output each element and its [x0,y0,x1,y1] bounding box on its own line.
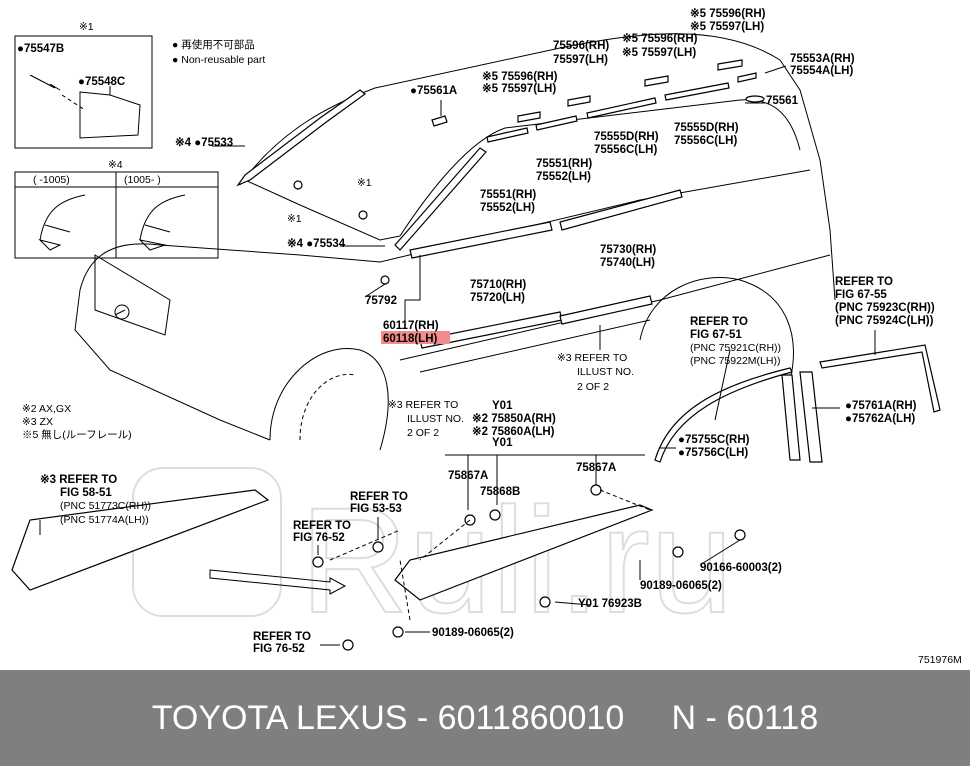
part-75555d-a[interactable]: 75555D(RH) [674,122,739,134]
highlight-60118 [381,331,450,344]
refer-fig-67-51[interactable]: REFER TO [690,316,748,328]
direction-arrow [209,569,347,595]
diagram-canvas: Ruli.ru [11,7,962,666]
part-75850a[interactable]: ※2 75850A(RH) [472,412,556,425]
part-75756c[interactable]: ●75756C(LH) [678,447,748,459]
box1-note: ※1 [79,21,94,33]
note-3: ※3 ZX [22,416,53,428]
refer-fig-53-53-num[interactable]: FIG 53-53 [350,503,402,515]
vehicle-outline [74,33,836,451]
part-75596-a[interactable]: 75596(RH) [553,40,609,52]
refer-illust-a-3: 2 OF 2 [407,427,439,439]
part-75556c-b[interactable]: 75556C(LH) [594,144,657,156]
leader-lines [39,65,876,646]
pnc-51773c: (PNC 51773C(RH)) [60,500,151,512]
legend-jp: ● 再使用不可部品 [172,38,255,51]
box2-col2: (1005- ) [124,174,161,186]
refer-fig-76-52-b[interactable]: REFER TO [253,631,311,643]
color-code-y01-b: Y01 [492,437,513,449]
part-75551-a[interactable]: 75551(RH) [536,158,592,170]
refer-fig-53-53[interactable]: REFER TO [350,491,408,503]
part-75720[interactable]: 75720(LH) [470,292,525,304]
pnc-75922m: (PNC 75922M(LH)) [690,355,780,367]
part-75762a[interactable]: ●75762A(LH) [845,413,915,425]
part-75867a-a[interactable]: 75867A [448,470,488,482]
note-1a: ※1 [287,213,302,225]
moldings [11,59,941,601]
box2-note: ※4 [108,159,123,171]
legend-en: ● Non-reusable part [172,54,265,66]
note-5: ※5 無し(ルーフレール) [22,428,132,441]
part-75551-b[interactable]: 75551(RH) [480,189,536,201]
refer-fig-76-52-a[interactable]: REFER TO [293,520,351,532]
part-75596-b[interactable]: ※5 75596(RH) [622,32,698,45]
part-90166-60003[interactable]: 90166-60003(2) [700,562,782,574]
part-75561a[interactable]: ●75561A [410,85,457,97]
footer-bar: TOYOTA LEXUS - 6011860010 N - 60118 [0,670,970,766]
part-75860a[interactable]: ※2 75860A(LH) [472,425,555,438]
refer-fig-67-55[interactable]: REFER TO [835,276,893,288]
part-75868b[interactable]: 75868B [480,486,520,498]
pnc-51774a: (PNC 51774A(LH)) [60,514,149,526]
fasteners [293,180,746,651]
part-75553a[interactable]: 75553A(RH) [790,53,855,65]
part-75597-d[interactable]: ※5 75597(LH) [482,82,556,95]
refer-fig-58-51[interactable]: ※3 REFER TO [40,473,117,486]
refer-fig-67-51-num[interactable]: FIG 67-51 [690,329,742,341]
part-75740[interactable]: 75740(LH) [600,257,655,269]
part-75561[interactable]: 75561 [766,95,799,107]
refer-fig-76-52-b-num[interactable]: FIG 76-52 [253,643,305,655]
part-75597-a[interactable]: 75597(LH) [553,54,608,66]
part-60117[interactable]: 60117(RH) [383,320,439,332]
pnc-75924c: (PNC 75924C(LH)) [835,315,934,327]
pnc-75921c: (PNC 75921C(RH)) [690,342,781,354]
part-75710[interactable]: 75710(RH) [470,279,526,291]
part-75730[interactable]: 75730(RH) [600,244,656,256]
part-75534[interactable]: ※4 ●75534 [287,237,346,250]
part-75533[interactable]: ※4 ●75533 [175,136,233,149]
part-76923b[interactable]: Y01 76923B [578,598,642,610]
part-75596-c[interactable]: ※5 75596(RH) [690,7,766,20]
refer-fig-67-55-num[interactable]: FIG 67-55 [835,289,887,301]
clip-drawing [29,74,141,139]
part-90189-06065-b[interactable]: 90189-06065(2) [432,627,514,639]
part-75597-b[interactable]: ※5 75597(LH) [622,46,696,59]
part-75547b[interactable]: ●75547B [17,43,64,55]
part-60118[interactable]: 60118(LH) [383,333,438,345]
part-75554a[interactable]: 75554A(LH) [790,65,853,77]
part-75792[interactable]: 75792 [365,295,397,307]
pnc-75923c: (PNC 75923C(RH)) [835,302,935,314]
refer-illust-a: ※3 REFER TO [388,399,458,411]
refer-fig-58-51-num[interactable]: FIG 58-51 [60,487,112,499]
part-75867a-b[interactable]: 75867A [576,462,616,474]
refer-illust-b-2: ILLUST NO. [577,366,634,378]
detail-box-clips [14,35,153,149]
part-75597-c[interactable]: ※5 75597(LH) [690,20,764,33]
note-1b: ※1 [357,177,372,189]
box2-col1: ( -1005) [33,174,70,186]
note-2: ※2 AX,GX [22,403,71,415]
part-75555d-b[interactable]: 75555D(RH) [594,131,659,143]
illustration-code: 751976M [918,654,962,666]
part-75552-b[interactable]: 75552(LH) [480,202,535,214]
part-75761a[interactable]: ●75761A(RH) [845,400,917,412]
part-75548c[interactable]: ●75548C [78,76,125,88]
part-75596-d[interactable]: ※5 75596(RH) [482,70,558,83]
refer-illust-b-3: 2 OF 2 [577,381,609,393]
refer-fig-76-52-a-num[interactable]: FIG 76-52 [293,532,345,544]
refer-illust-a-2: ILLUST NO. [407,413,464,425]
part-90189-06065-a[interactable]: 90189-06065(2) [640,580,722,592]
color-code-y01-a: Y01 [492,400,513,412]
refer-illust-b: ※3 REFER TO [557,352,627,364]
part-75552-a[interactable]: 75552(LH) [536,171,591,183]
part-75755c[interactable]: ●75755C(RH) [678,434,750,446]
footer-title: TOYOTA LEXUS - 6011860010 N - 60118 [151,698,819,737]
part-75556c-a[interactable]: 75556C(LH) [674,135,737,147]
